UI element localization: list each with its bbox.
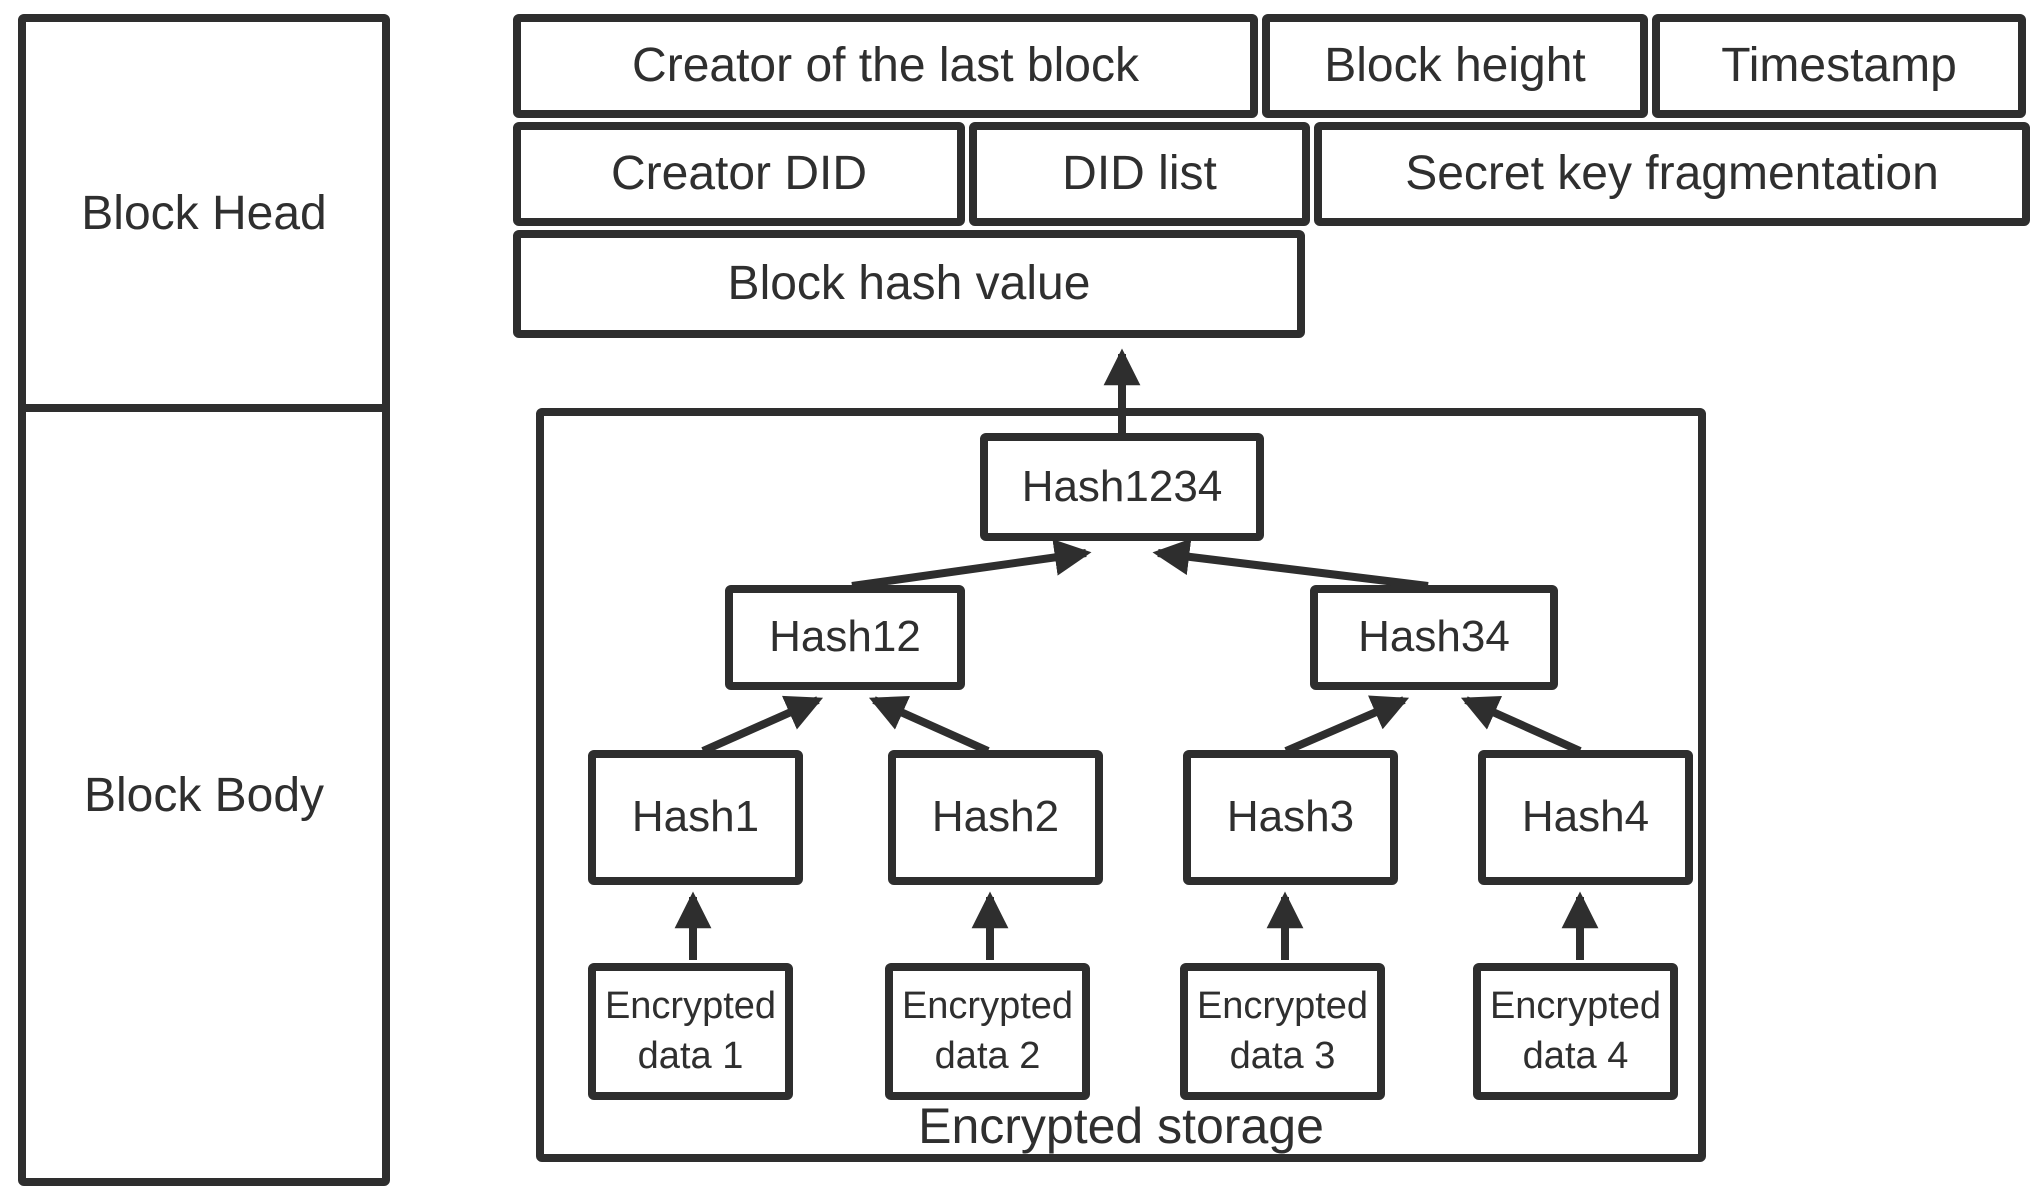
leaf3-line1: Encrypted <box>1196 985 1369 1028</box>
leaf4-line1: Encrypted <box>1489 985 1662 1028</box>
merkle-node-hash1234-label: Hash1234 <box>1021 461 1223 511</box>
leaf-encrypted-data-4-label: Encrypted data 4 <box>1490 982 1661 1081</box>
leaf-encrypted-data-2: Encrypted data 2 <box>885 963 1090 1100</box>
field-did-list: DID list <box>969 122 1310 226</box>
merkle-node-hash34-label: Hash34 <box>1358 612 1510 662</box>
merkle-node-hash4: Hash4 <box>1478 750 1693 885</box>
leaf3-line2: data 3 <box>1229 1034 1336 1077</box>
leaf2-line2: data 2 <box>934 1034 1041 1077</box>
block-head-label: Block Head <box>81 186 327 240</box>
leaf-encrypted-data-1-label: Encrypted data 1 <box>605 982 776 1081</box>
field-block-hash-value-label: Block hash value <box>727 257 1091 311</box>
merkle-node-hash1: Hash1 <box>588 750 803 885</box>
field-timestamp-label: Timestamp <box>1721 39 1957 93</box>
leaf-encrypted-data-3-label: Encrypted data 3 <box>1197 982 1368 1081</box>
encrypted-storage-label: Encrypted storage <box>736 1096 1506 1156</box>
leaf-encrypted-data-4: Encrypted data 4 <box>1473 963 1678 1100</box>
block-body-section: Block Body <box>26 412 382 1178</box>
block-panel: Block Head Block Body <box>18 14 390 1186</box>
leaf1-line1: Encrypted <box>604 985 777 1028</box>
block-head-section: Block Head <box>26 22 382 404</box>
merkle-node-hash34: Hash34 <box>1310 585 1558 690</box>
merkle-node-hash12: Hash12 <box>725 585 965 690</box>
field-secret-key-fragmentation-label: Secret key fragmentation <box>1405 147 1939 201</box>
field-creator-of-last-block: Creator of the last block <box>513 14 1258 118</box>
merkle-node-hash1234: Hash1234 <box>980 433 1264 541</box>
leaf-encrypted-data-2-label: Encrypted data 2 <box>902 982 1073 1081</box>
leaf1-line2: data 1 <box>637 1034 744 1077</box>
field-secret-key-fragmentation: Secret key fragmentation <box>1314 122 2030 226</box>
field-block-height-label: Block height <box>1324 39 1586 93</box>
merkle-node-hash3-label: Hash3 <box>1226 792 1355 842</box>
encrypted-storage-text: Encrypted storage <box>918 1098 1324 1154</box>
field-timestamp: Timestamp <box>1652 14 2026 118</box>
leaf-encrypted-data-3: Encrypted data 3 <box>1180 963 1385 1100</box>
leaf2-line1: Encrypted <box>901 985 1074 1028</box>
field-block-height: Block height <box>1262 14 1648 118</box>
merkle-node-hash4-label: Hash4 <box>1521 792 1650 842</box>
merkle-node-hash3: Hash3 <box>1183 750 1398 885</box>
field-creator-did-label: Creator DID <box>610 147 868 201</box>
panel-divider <box>26 404 382 412</box>
merkle-node-hash12-label: Hash12 <box>769 612 921 662</box>
field-creator-of-last-block-label: Creator of the last block <box>632 39 1139 93</box>
field-creator-did: Creator DID <box>513 122 965 226</box>
field-block-hash-value: Block hash value <box>513 230 1305 338</box>
leaf4-line2: data 4 <box>1522 1034 1629 1077</box>
field-did-list-label: DID list <box>1062 147 1217 201</box>
merkle-node-hash2-label: Hash2 <box>931 792 1060 842</box>
merkle-node-hash1-label: Hash1 <box>631 792 760 842</box>
merkle-node-hash2: Hash2 <box>888 750 1103 885</box>
leaf-encrypted-data-1: Encrypted data 1 <box>588 963 793 1100</box>
block-body-label: Block Body <box>83 768 325 822</box>
